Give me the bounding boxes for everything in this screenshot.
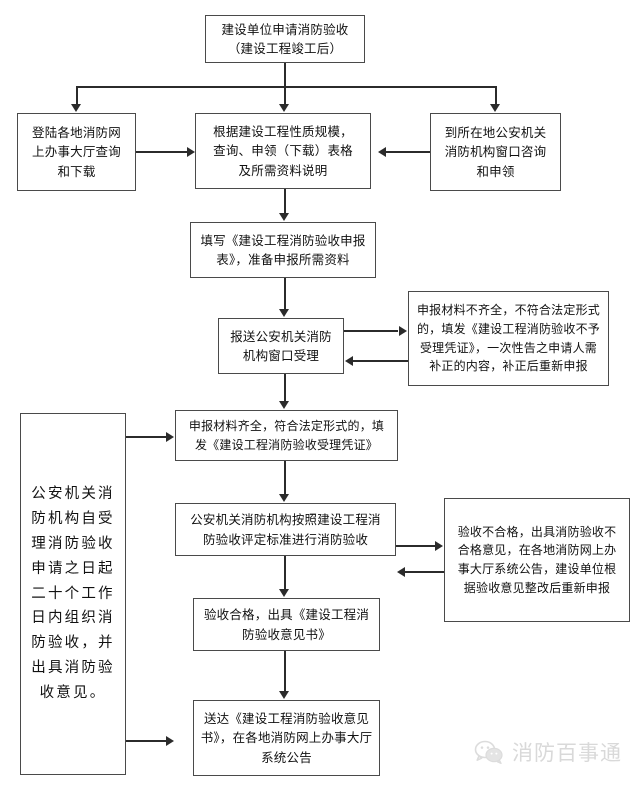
- connector-bus-center: [284, 86, 286, 105]
- wechat-icon: [474, 740, 504, 765]
- connector-bus-left: [76, 86, 78, 105]
- arrow-forms-to-fill: [279, 213, 289, 221]
- node-deliver-opinion-document[interactable]: 送达《建设工程消防验收意见书》，在各地消防网上办事大厅系统公告: [193, 700, 380, 776]
- arrow-to-window: [490, 104, 500, 112]
- node-inspection-passed[interactable]: 验收合格，出具《建设工程消防验收意见书》: [193, 598, 380, 651]
- arrow-submit-to-incomplete: [399, 326, 407, 336]
- node-materials-incomplete-rejection[interactable]: 申报材料不齐全，不符合法定形式的，填发《建设工程消防验收不予受理凭证》，一次性告…: [408, 291, 609, 386]
- connector-passed-to-deliver: [284, 651, 286, 691]
- node-label: 验收合格，出具《建设工程消防验收意见书》: [203, 607, 370, 642]
- node-public-security-window-consult[interactable]: 到所在地公安机关消防机构窗口咨询和申领: [430, 113, 561, 191]
- node-label: 送达《建设工程消防验收意见书》，在各地消防网上办事大厅系统公告: [200, 710, 373, 765]
- arrow-inspect-to-failed: [435, 541, 443, 551]
- node-label: 公安机关消防机构自受理消防验收申请之日起二十个工作日内组织消防验收，并出具消防验…: [31, 485, 115, 702]
- node-label: 登陆各地消防网上办事大厅查询和下载: [32, 124, 121, 179]
- connector-deadline-to-deliver: [126, 740, 166, 742]
- node-label: 申报材料齐全，符合法定形式的，填发《建设工程消防验收受理凭证》: [188, 418, 385, 452]
- connector-complete-to-inspect: [284, 461, 286, 494]
- node-twenty-working-days-note[interactable]: 公安机关消防机构自受理消防验收申请之日起二十个工作日内组织消防验收，并出具消防验…: [20, 413, 126, 775]
- node-inspection-failed[interactable]: 验收不合格，出具消防验收不合格意见，在各地消防网上办事大厅系统公告，建设单位根据…: [444, 498, 630, 622]
- connector-inspect-to-passed: [284, 556, 286, 589]
- arrow-deadline-to-complete: [166, 432, 174, 442]
- node-label: 根据建设工程性质规模，查询、申领（下载）表格及所需资料说明: [213, 123, 353, 178]
- node-label: 申报材料不齐全，不符合法定形式的，填发《建设工程消防验收不予受理凭证》，一次性告…: [416, 303, 600, 374]
- connector-deadline-to-complete: [126, 436, 166, 438]
- connector-submit-to-complete: [284, 374, 286, 401]
- connector-bus-right: [495, 86, 497, 105]
- node-query-and-download-forms[interactable]: 根据建设工程性质规模，查询、申领（下载）表格及所需资料说明: [195, 113, 371, 189]
- connector-web-to-forms: [136, 151, 187, 153]
- arrow-web-to-forms: [187, 147, 195, 157]
- connector-forms-to-fill: [284, 189, 286, 213]
- connector-submit-to-incomplete: [344, 330, 398, 332]
- node-label: 公安机关消防机构按照建设工程消防验收评定标准进行消防验收: [190, 512, 381, 547]
- arrow-passed-to-deliver: [279, 691, 289, 699]
- arrow-inspect-to-passed: [279, 589, 289, 597]
- arrow-window-to-forms: [378, 147, 386, 157]
- node-label: 验收不合格，出具消防验收不合格意见，在各地消防网上办事大厅系统公告，建设单位根据…: [457, 524, 617, 595]
- arrow-deadline-to-deliver: [166, 736, 174, 746]
- connector-fill-to-submit: [284, 278, 286, 309]
- connector-apply-down: [284, 63, 286, 87]
- arrow-fill-to-submit: [279, 309, 289, 317]
- node-online-service-hall[interactable]: 登陆各地消防网上办事大厅查询和下载: [17, 113, 136, 191]
- node-construction-unit-application[interactable]: 建设单位申请消防验收（建设工程竣工后）: [205, 15, 365, 63]
- node-label: 填写《建设工程消防验收申报表》，准备申报所需资料: [200, 232, 366, 267]
- arrow-complete-to-inspect: [279, 494, 289, 502]
- connector-incomplete-to-submit: [353, 360, 408, 362]
- arrow-failed-to-inspect: [397, 567, 405, 577]
- node-conduct-fire-inspection[interactable]: 公安机关消防机构按照建设工程消防验收评定标准进行消防验收: [175, 503, 396, 556]
- arrow-submit-to-complete: [279, 401, 289, 409]
- connector-inspect-to-failed: [396, 545, 435, 547]
- node-label: 建设单位申请消防验收（建设工程竣工后）: [221, 21, 349, 56]
- node-fill-application-form[interactable]: 填写《建设工程消防验收申报表》，准备申报所需资料: [190, 222, 376, 278]
- watermark: 消防百事通: [474, 737, 622, 767]
- node-materials-complete-acceptance[interactable]: 申报材料齐全，符合法定形式的，填发《建设工程消防验收受理凭证》: [175, 410, 398, 461]
- connector-window-to-forms: [386, 151, 430, 153]
- connector-failed-to-inspect: [405, 571, 444, 573]
- arrow-to-forms: [279, 104, 289, 112]
- node-label: 报送公安机关消防机构窗口受理: [230, 328, 332, 363]
- node-submit-to-window[interactable]: 报送公安机关消防机构窗口受理: [218, 318, 344, 374]
- node-label: 到所在地公安机关消防机构窗口咨询和申领: [444, 124, 547, 179]
- arrow-to-web: [71, 104, 81, 112]
- arrow-incomplete-to-submit: [345, 356, 353, 366]
- watermark-label: 消防百事通: [512, 741, 622, 765]
